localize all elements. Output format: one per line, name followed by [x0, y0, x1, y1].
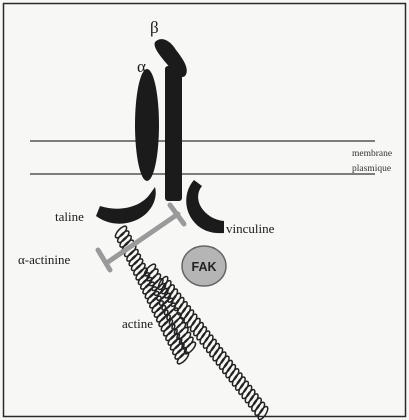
membrane-label-line1: membrane — [352, 149, 392, 159]
membrane-label-line2: plasmique — [352, 164, 391, 174]
beta-integrin-subunit — [155, 39, 187, 201]
alpha-actinine-label: α-actinine — [18, 252, 71, 267]
beta-label: β — [150, 18, 159, 37]
alpha-label: α — [137, 57, 146, 76]
vinculine-protein — [186, 180, 224, 233]
taline-protein — [96, 187, 156, 224]
actin-filament-1 — [114, 225, 191, 366]
actine-label: actine — [122, 316, 153, 331]
actin-filament-3 — [156, 275, 269, 420]
alpha-integrin-subunit — [135, 69, 159, 181]
taline-label: taline — [55, 209, 84, 224]
vinculine-label: vinculine — [226, 221, 275, 236]
fak-label: FAK — [192, 260, 217, 274]
